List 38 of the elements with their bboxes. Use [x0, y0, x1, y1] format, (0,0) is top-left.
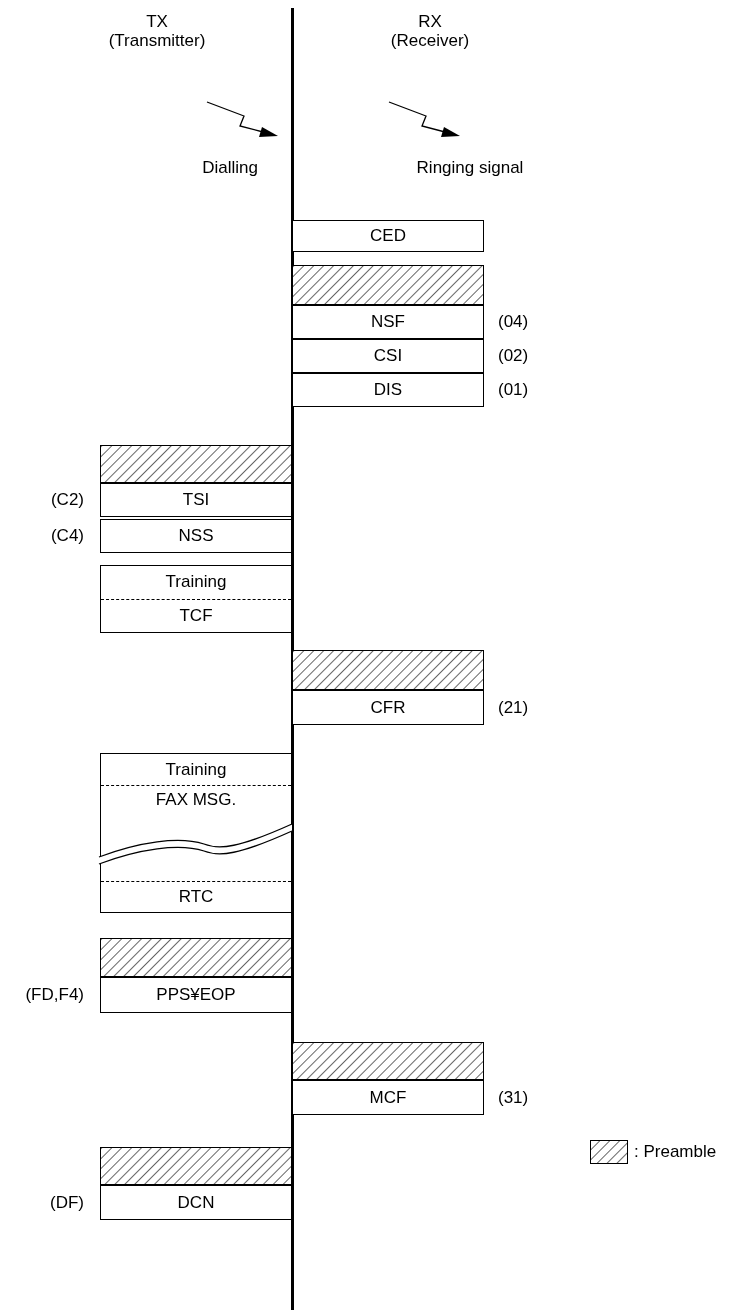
frame-name: NSF	[371, 312, 405, 332]
frame-name: DIS	[373, 380, 403, 400]
frame-name: RTC	[178, 886, 214, 907]
frame-code: (01)	[498, 380, 529, 400]
side-label: RX (Receiver)	[389, 12, 471, 50]
frame-box	[100, 753, 292, 913]
legend-text: : Preamble	[634, 1142, 717, 1162]
frame-code: (FD,F4)	[25, 985, 84, 1005]
frame-name: TCF	[179, 605, 213, 626]
frame-code: (C4)	[50, 526, 84, 546]
frame-name: PPS¥EOP	[156, 985, 236, 1005]
frame-name: CFR	[370, 697, 406, 718]
frame-name: Training	[165, 572, 227, 593]
frame-code: (DF)	[50, 1192, 84, 1213]
frame-code: (04)	[498, 312, 529, 332]
hatched-bar	[292, 265, 484, 305]
frame-code: (C2)	[50, 490, 84, 510]
frame-code: (02)	[498, 346, 529, 366]
side-label: Dialling	[201, 158, 259, 177]
frame-name: NSS	[178, 526, 214, 546]
frame-name: FAX MSG.	[155, 790, 237, 811]
frame-name: CSI	[373, 346, 403, 366]
frame-name: MCF	[369, 1087, 407, 1108]
hatched-bar	[292, 650, 484, 690]
frame-box	[292, 220, 484, 252]
frame-name: TSI	[182, 490, 210, 510]
side-label: TX (Transmitter)	[107, 12, 207, 50]
frame-name: CED	[370, 226, 406, 246]
hatched-bar	[100, 938, 292, 977]
frame-code: (31)	[498, 1087, 529, 1108]
hatched-bar	[292, 1042, 484, 1080]
side-label: Ringing signal	[415, 158, 525, 177]
frame-name: DCN	[177, 1192, 215, 1213]
frame-box	[100, 565, 292, 633]
hatched-bar	[100, 445, 292, 483]
hatched-bar	[100, 1147, 292, 1185]
frame-code: (21)	[498, 697, 529, 718]
frame-name: Training	[165, 759, 227, 780]
